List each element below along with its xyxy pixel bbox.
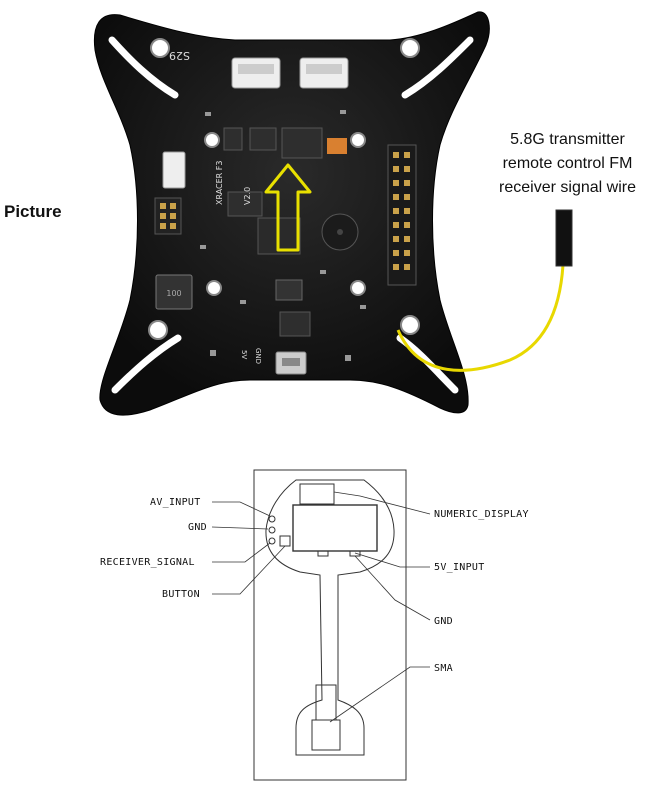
mount-slot-tr: [401, 36, 474, 99]
wire-connector: [555, 209, 573, 267]
inductor: [155, 274, 193, 310]
diagram-body: [265, 479, 395, 756]
diagram-frame: [253, 469, 407, 781]
arrow-highlight: [264, 163, 312, 252]
callout-line-1: 5.8G transmitter: [510, 131, 625, 148]
label-numeric-display: NUMERIC_DISPLAY: [434, 509, 529, 520]
label-button: BUTTON: [162, 589, 200, 600]
mount-slot-tl: [108, 36, 179, 99]
receiver-signal-wire: [396, 264, 565, 372]
picture-label: Picture: [4, 202, 62, 221]
pin-receiver: [268, 537, 276, 545]
label-gnd-right: GND: [434, 616, 453, 627]
board-photo: 100 S29 XRACER F3 V2.0 GND 5V: [93, 11, 573, 416]
silk-version: V2.0: [243, 187, 252, 205]
callout-line-3: receiver signal wire: [499, 179, 636, 196]
side-connector: [162, 151, 186, 189]
diagram-sma: [315, 684, 337, 721]
diagram-button: [279, 535, 291, 547]
silk-model: XRACER F3: [215, 161, 224, 205]
pcb-board: [93, 11, 490, 416]
pin-gnd: [268, 526, 276, 534]
left-pin-header: [154, 197, 182, 235]
silk-gnd: GND: [254, 348, 262, 364]
callout-text: 5.8G transmitter remote control FM recei…: [470, 128, 665, 200]
top-connectors: [231, 57, 349, 89]
callout-line-2: remote control FM: [502, 155, 633, 172]
mounting-holes: [148, 38, 420, 340]
label-5v-input: 5V_INPUT: [434, 562, 485, 573]
label-av-input: AV_INPUT: [150, 497, 201, 508]
silk-5v: 5V: [240, 350, 248, 359]
mount-slot-bl: [111, 334, 182, 394]
label-gnd-left: GND: [188, 522, 207, 533]
pin-av: [268, 515, 276, 523]
diagram-display: [299, 483, 335, 505]
silk-top-mark: S29: [169, 49, 190, 62]
diagram-module: [292, 504, 378, 552]
label-receiver-signal: RECEIVER_SIGNAL: [100, 557, 195, 568]
label-sma: SMA: [434, 663, 453, 674]
svg-text:100: 100: [166, 289, 181, 298]
right-pin-header: [387, 144, 417, 286]
